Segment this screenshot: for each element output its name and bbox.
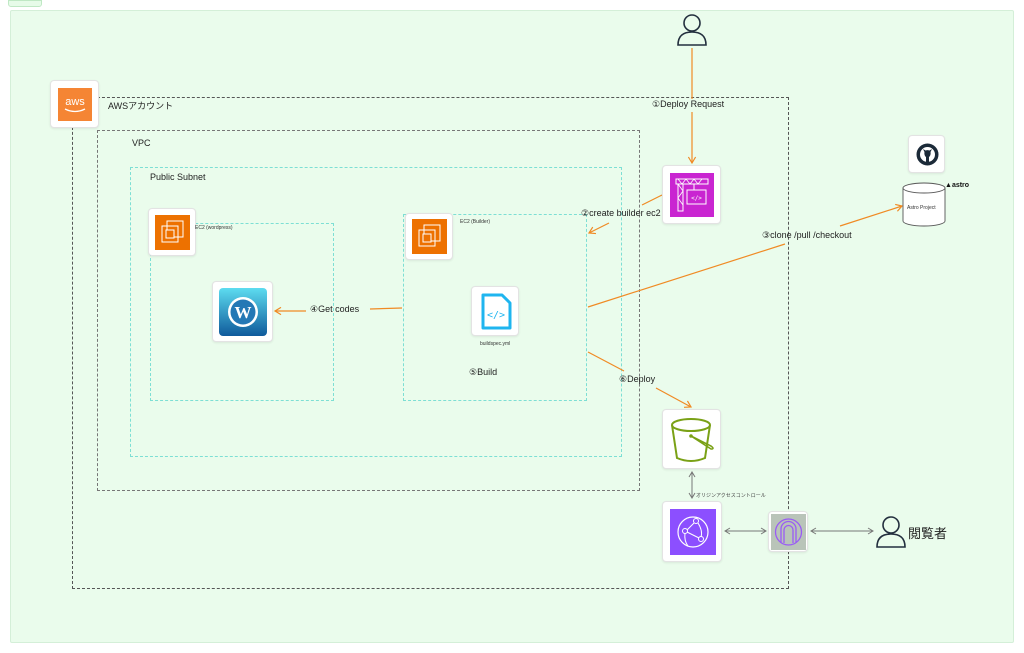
vpc-label: VPC — [132, 138, 151, 148]
gateway-card — [768, 511, 808, 552]
step-2-label: ②create builder ec2 — [581, 208, 661, 218]
step-1-label: ①Deploy Request — [652, 99, 725, 109]
svg-text:</>: </> — [487, 310, 505, 321]
viewer-label: 閲覧者 — [908, 526, 948, 541]
svg-text:aws: aws — [65, 96, 85, 108]
astro-project-label: Astro Project — [907, 205, 936, 211]
aws-account-label: AWSアカウント — [108, 101, 174, 111]
public-subnet-boundary — [130, 167, 622, 457]
ec2-builder-boundary — [403, 214, 587, 401]
codebuild-icon: </> — [670, 173, 714, 217]
viewer-user-icon — [876, 516, 906, 548]
get-codes-arrow — [369, 307, 403, 310]
ec2-wordpress-boundary — [150, 223, 334, 401]
code-file-icon: </> — [481, 293, 512, 330]
user-icon — [677, 14, 707, 46]
gateway-icon — [771, 514, 806, 550]
buildspec-label: buildspec.yml — [480, 341, 511, 347]
ec2-icon — [412, 219, 447, 254]
step-5-label: ⑤Build — [469, 367, 498, 377]
public-subnet-label: Public Subnet — [150, 172, 206, 182]
wordpress-card: W — [212, 281, 273, 342]
step-3-label: ③clone /pull /checkout — [762, 230, 852, 240]
ec2-wordpress-card — [148, 208, 196, 256]
astro-logo-icon: ▲ — [945, 182, 952, 189]
s3-bucket-icon — [671, 418, 714, 462]
aws-logo-icon: aws — [58, 88, 92, 121]
aws-logo-card: aws — [50, 80, 99, 128]
create-builder-arrow — [641, 194, 663, 206]
codebuild-card: </> — [662, 165, 721, 224]
wordpress-icon: W — [219, 288, 267, 336]
oac-label: オリジンアクセスコントロール — [696, 493, 766, 499]
deploy-arrow — [587, 351, 625, 372]
clone-arrow — [587, 243, 786, 308]
astro-logo: ▲astro — [945, 182, 970, 189]
astro-project-database-icon — [902, 182, 946, 227]
step-4-label: ④Get codes — [310, 304, 360, 314]
ec2-icon — [155, 215, 190, 250]
cloudfront-icon — [670, 509, 716, 555]
github-icon — [916, 143, 939, 166]
s3-bucket-card — [662, 409, 721, 469]
ec2-builder-label: EC2 (Builder) — [460, 219, 491, 225]
svg-text:W: W — [235, 303, 252, 322]
ec2-builder-card — [405, 213, 453, 260]
page-tab — [8, 0, 42, 7]
step-6-label: ⑥Deploy — [619, 374, 656, 384]
svg-text:</>: </> — [691, 195, 702, 202]
buildspec-card: </> — [471, 286, 519, 336]
vpc-boundary — [97, 130, 640, 491]
cloudfront-card — [662, 501, 722, 562]
github-card[interactable] — [908, 135, 945, 173]
aws-account-boundary — [72, 97, 789, 589]
ec2-wordpress-label: EC2 (wordpress) — [195, 225, 233, 231]
